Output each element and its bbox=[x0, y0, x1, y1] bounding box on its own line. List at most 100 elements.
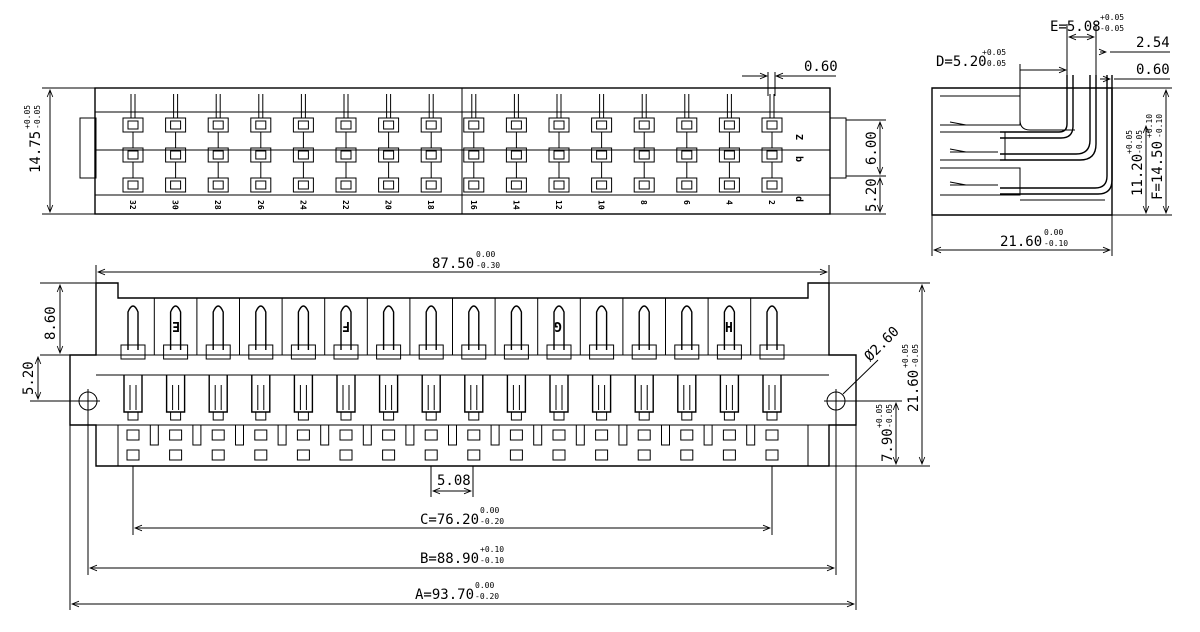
top-contact-cell bbox=[292, 117, 314, 133]
top-offset-dim: 5.20 bbox=[864, 178, 880, 212]
top-contact-cell bbox=[165, 117, 187, 133]
top-contact-cell bbox=[761, 117, 783, 133]
side-e-tol-lower: -0.05 bbox=[1100, 24, 1124, 33]
side-e-tol-upper: +0.05 bbox=[1100, 13, 1124, 22]
front-contact-pin bbox=[169, 305, 182, 350]
row-label-d: d bbox=[793, 196, 804, 202]
front-contact-pin bbox=[723, 305, 736, 350]
side-d-tol-lower: -0.05 bbox=[982, 59, 1006, 68]
front-a-tol-lower: -0.20 bbox=[475, 592, 499, 601]
side-depth-dim: 21.60 bbox=[1000, 234, 1042, 250]
top-contact-cell bbox=[718, 117, 740, 133]
front-b-tol-lower: -0.10 bbox=[480, 556, 504, 565]
front-a-tol-upper: 0.00 bbox=[475, 581, 494, 590]
front-contact-pin bbox=[638, 305, 650, 350]
front-contact-pin bbox=[212, 305, 224, 350]
top-overall-height-tol-lower: -0.05 bbox=[33, 105, 42, 129]
side-depth-tol-upper: 0.00 bbox=[1044, 228, 1063, 237]
top-contact-cell bbox=[633, 177, 655, 193]
front-height-tol-upper: +0.05 bbox=[901, 344, 910, 368]
front-c-tol-upper: 0.00 bbox=[480, 506, 499, 515]
top-contact-cell bbox=[250, 177, 272, 193]
top-contact-cell bbox=[335, 177, 357, 193]
front-lower-height-tol-lower: -0.05 bbox=[885, 404, 894, 428]
front-contact-pin bbox=[681, 305, 693, 350]
top-pin-number: 30 bbox=[171, 200, 180, 210]
front-contact-pin bbox=[340, 305, 352, 350]
top-pin-number: 12 bbox=[554, 200, 563, 210]
top-pin-number: 32 bbox=[128, 200, 137, 210]
side-f-tol-lower: -0.10 bbox=[1155, 114, 1164, 138]
top-contact-cell bbox=[548, 177, 570, 193]
front-height-dim: 21.60 bbox=[906, 370, 922, 412]
top-pin-number: 28 bbox=[213, 200, 222, 210]
top-contact-cell bbox=[378, 177, 400, 193]
front-contact-pin bbox=[766, 305, 778, 350]
front-view: E F G H 87.50 0.00 -0.30 8.60 5.20 Ø2.60… bbox=[21, 250, 930, 610]
top-pin-width-dim: 0.60 bbox=[804, 59, 838, 75]
top-contact-cell bbox=[463, 177, 485, 193]
front-hole-offset-dim: 5.20 bbox=[21, 361, 37, 395]
side-d-tol-upper: +0.05 bbox=[982, 48, 1006, 57]
side-pitch-dim: 2.54 bbox=[1136, 35, 1170, 51]
top-contact-cell bbox=[378, 117, 400, 133]
top-contact-cell bbox=[250, 117, 272, 133]
side-pin-width-dim: 0.60 bbox=[1136, 62, 1170, 78]
front-c-tol-lower: -0.20 bbox=[480, 517, 504, 526]
side-view: E=5.08 +0.05 -0.05 D=5.20 +0.05 -0.05 2.… bbox=[931, 13, 1172, 256]
front-contact-pin bbox=[425, 305, 437, 350]
front-contact-pin bbox=[382, 305, 395, 350]
top-contact-cell bbox=[463, 117, 485, 133]
front-body-width-tol-lower: -0.30 bbox=[476, 261, 500, 270]
top-pin-number: 6 bbox=[682, 200, 691, 205]
front-b-tol-upper: +0.10 bbox=[480, 545, 504, 554]
front-lower-height-tol-upper: +0.05 bbox=[875, 404, 884, 428]
top-pin-number: 2 bbox=[767, 200, 776, 205]
front-contact-pin bbox=[127, 305, 139, 350]
top-view-left-flange bbox=[79, 117, 97, 179]
top-pin-number: 22 bbox=[341, 200, 350, 210]
front-body-width-dim: 87.50 bbox=[432, 256, 474, 272]
top-pin-number: 4 bbox=[724, 200, 733, 205]
side-h-dim: 11.20 bbox=[1130, 154, 1146, 196]
top-contact-cell bbox=[122, 177, 144, 193]
top-overall-height-tol-upper: +0.05 bbox=[23, 105, 32, 129]
top-view-contacts bbox=[122, 94, 783, 193]
side-f-tol-upper: +0.10 bbox=[1145, 114, 1154, 138]
front-b-dim: B=88.90 bbox=[420, 551, 479, 567]
front-c-dim: C=76.20 bbox=[420, 512, 479, 528]
top-contact-cell bbox=[718, 177, 740, 193]
front-view-contacts bbox=[120, 305, 785, 461]
pin-letter-h: H bbox=[725, 321, 733, 336]
side-h-tol-upper: +0.05 bbox=[1125, 130, 1134, 154]
top-contact-cell bbox=[292, 177, 314, 193]
top-contact-cell bbox=[207, 177, 229, 193]
front-hole-diameter-dim: Ø2.60 bbox=[862, 324, 903, 365]
top-contact-cell bbox=[676, 117, 698, 133]
top-contact-cell bbox=[420, 117, 442, 133]
top-pin-number: 18 bbox=[426, 200, 435, 210]
top-row-height-dim: 6.00 bbox=[864, 131, 880, 165]
top-pin-number: 10 bbox=[597, 200, 606, 210]
front-height-tol-lower: -0.05 bbox=[911, 344, 920, 368]
side-h-tol-lower: -0.05 bbox=[1135, 130, 1144, 154]
top-contact-cell bbox=[122, 117, 144, 133]
top-overall-height-dim: 14.75 bbox=[28, 131, 44, 173]
top-contact-cell bbox=[165, 177, 187, 193]
front-top-height-dim: 8.60 bbox=[43, 306, 59, 340]
top-contact-cell bbox=[676, 177, 698, 193]
top-contact-cell bbox=[420, 177, 442, 193]
top-contact-cell bbox=[207, 117, 229, 133]
top-contact-cell bbox=[505, 117, 527, 133]
front-contact-pin bbox=[553, 305, 565, 350]
top-contact-cell bbox=[591, 117, 613, 133]
top-view-right-flange bbox=[829, 117, 847, 179]
side-d-dim: D=5.20 bbox=[936, 54, 987, 70]
pin-letter-e: E bbox=[172, 318, 180, 333]
top-contact-cell bbox=[548, 117, 570, 133]
top-contact-cell bbox=[591, 177, 613, 193]
front-contact-pin bbox=[255, 305, 267, 350]
top-pin-number: 8 bbox=[639, 200, 648, 205]
